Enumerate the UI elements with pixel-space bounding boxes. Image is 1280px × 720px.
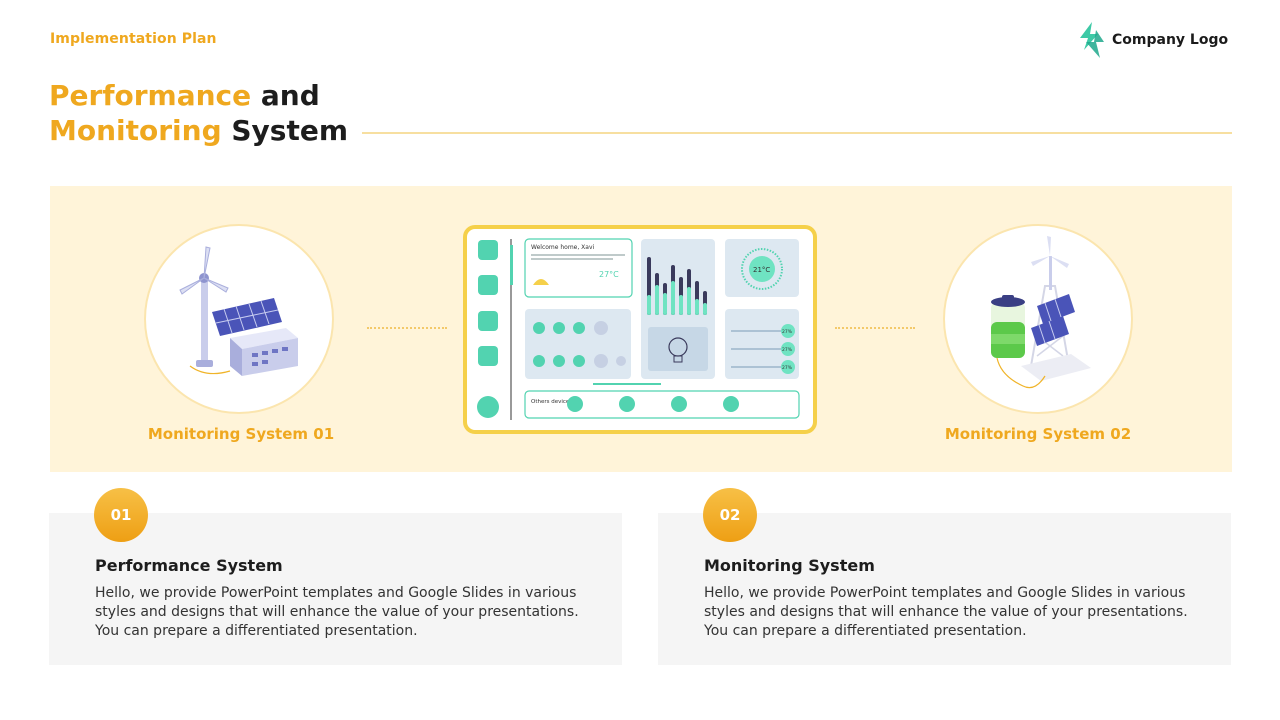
- dashboard-temperature: 27°C: [599, 270, 619, 279]
- logo-mark-icon: [1080, 22, 1104, 58]
- card-02-number: 02: [703, 488, 757, 542]
- title-rest-1: and: [251, 79, 320, 112]
- section-kicker: Implementation Plan: [50, 31, 217, 47]
- title-accent-2: Monitoring: [49, 114, 222, 147]
- card-01-text: Hello, we provide PowerPoint templates a…: [95, 585, 579, 639]
- others-devices: Others devices: [531, 399, 572, 405]
- title-divider: [362, 132, 1232, 134]
- logo-text: Company Logo: [1112, 32, 1229, 48]
- connector-left: [367, 327, 447, 329]
- solar-tower-battery-icon: [991, 236, 1091, 389]
- system-02-circle: [943, 224, 1133, 414]
- level-2: 27%: [782, 347, 793, 353]
- dashboard-welcome: Welcome home, Xavi: [531, 244, 595, 251]
- company-logo: Company Logo: [1074, 19, 1234, 61]
- thermostat-value: 21°C: [753, 266, 770, 274]
- connector-right: [835, 327, 915, 329]
- card-02-title: Monitoring System: [704, 556, 875, 575]
- page-title: Performance and Monitoring System: [49, 78, 348, 148]
- level-1: 27%: [782, 329, 793, 335]
- level-3: 27%: [782, 365, 793, 371]
- title-accent-1: Performance: [49, 79, 252, 112]
- dashboard-tablet-illustration: Welcome home, Xavi 27°C 21°C: [463, 225, 817, 434]
- system-02-label: Monitoring System 02: [944, 425, 1132, 443]
- system-01-circle: [144, 224, 334, 414]
- card-monitoring: [658, 513, 1231, 665]
- card-01-number: 01: [94, 488, 148, 542]
- title-rest-2: System: [221, 114, 349, 147]
- card-01-title: Performance System: [95, 556, 283, 575]
- wind-solar-battery-icon: [179, 246, 298, 376]
- card-02-text: Hello, we provide PowerPoint templates a…: [704, 585, 1188, 639]
- card-performance: [49, 513, 622, 665]
- system-01-label: Monitoring System 01: [147, 425, 335, 443]
